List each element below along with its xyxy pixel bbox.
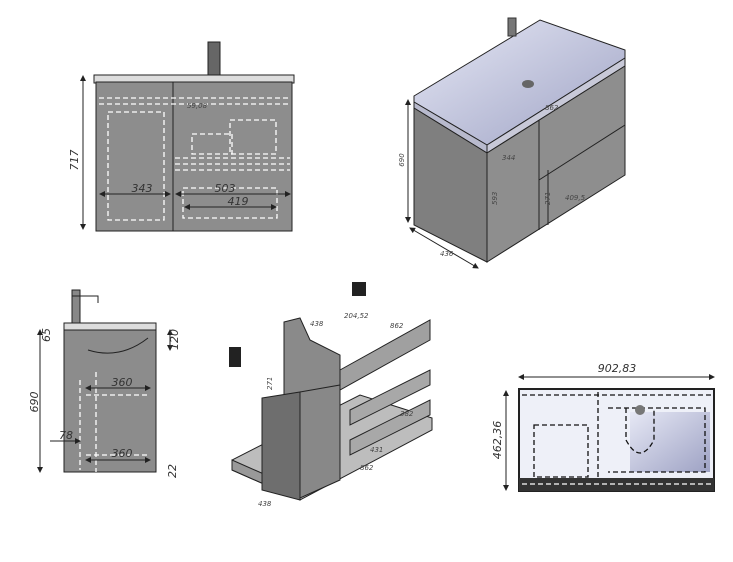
- iso-drawer-width-label: 409,5: [565, 194, 586, 202]
- exploded-view: 438 204,52 862 271 382 431 438 862: [229, 282, 433, 508]
- faucet-icon: [207, 41, 221, 77]
- side-top-height-label: 65: [40, 328, 53, 342]
- iso-view: 690 436 862 344 593 271 409,5: [398, 17, 626, 269]
- iso-drawer-left-label: 344: [502, 154, 515, 162]
- side-view: 690 65 120 360 78 360 22: [28, 289, 181, 478]
- front-right-width-label: 503: [215, 182, 236, 195]
- iso-door-height-label: 593: [491, 192, 499, 205]
- side-faucet-icon: [71, 289, 81, 327]
- top-width-label: 902,83: [598, 362, 637, 375]
- exploded-mid-width-label: 204,52: [344, 312, 369, 320]
- exploded-base-depth-label: 438: [258, 500, 272, 508]
- exploded-base-length-label: 862: [360, 464, 374, 472]
- front-view: 717 343 503 419 59,08: [68, 41, 295, 232]
- side-base-label: 22: [166, 464, 179, 478]
- side-shelf-upper-label: 360: [112, 376, 133, 389]
- exploded-shelf-depth-label: 382: [400, 410, 414, 418]
- front-left-width-label: 343: [132, 182, 153, 195]
- iso-depth-label: 436: [440, 250, 454, 258]
- iso-faucet-icon: [507, 17, 517, 37]
- top-faucet-icon: [635, 405, 645, 415]
- side-total-height-label: 690: [28, 392, 41, 413]
- top-view: 902,83 462,36: [491, 362, 715, 492]
- front-top-offset-label: 59,08: [187, 102, 208, 110]
- clip-icon: [352, 282, 366, 296]
- exploded-height-label: 271: [266, 377, 274, 390]
- iso-drawer-height-label: 271: [544, 192, 552, 205]
- top-depth-label: 462,36: [491, 421, 504, 460]
- front-drawer-width-label: 419: [228, 195, 249, 208]
- exploded-rail-length-label: 862: [390, 322, 404, 330]
- side-offset-label: 78: [59, 429, 73, 442]
- front-height-label: 717: [68, 150, 81, 171]
- side-sink-depth-label: 120: [168, 329, 181, 350]
- exploded-depth-top-label: 438: [310, 320, 324, 328]
- clip-icon: [229, 347, 241, 367]
- exploded-drawer-length-label: 431: [370, 446, 383, 454]
- iso-height-label: 690: [398, 153, 406, 167]
- iso-top-width-label: 862: [545, 104, 559, 112]
- side-shelf-lower-label: 360: [112, 447, 133, 460]
